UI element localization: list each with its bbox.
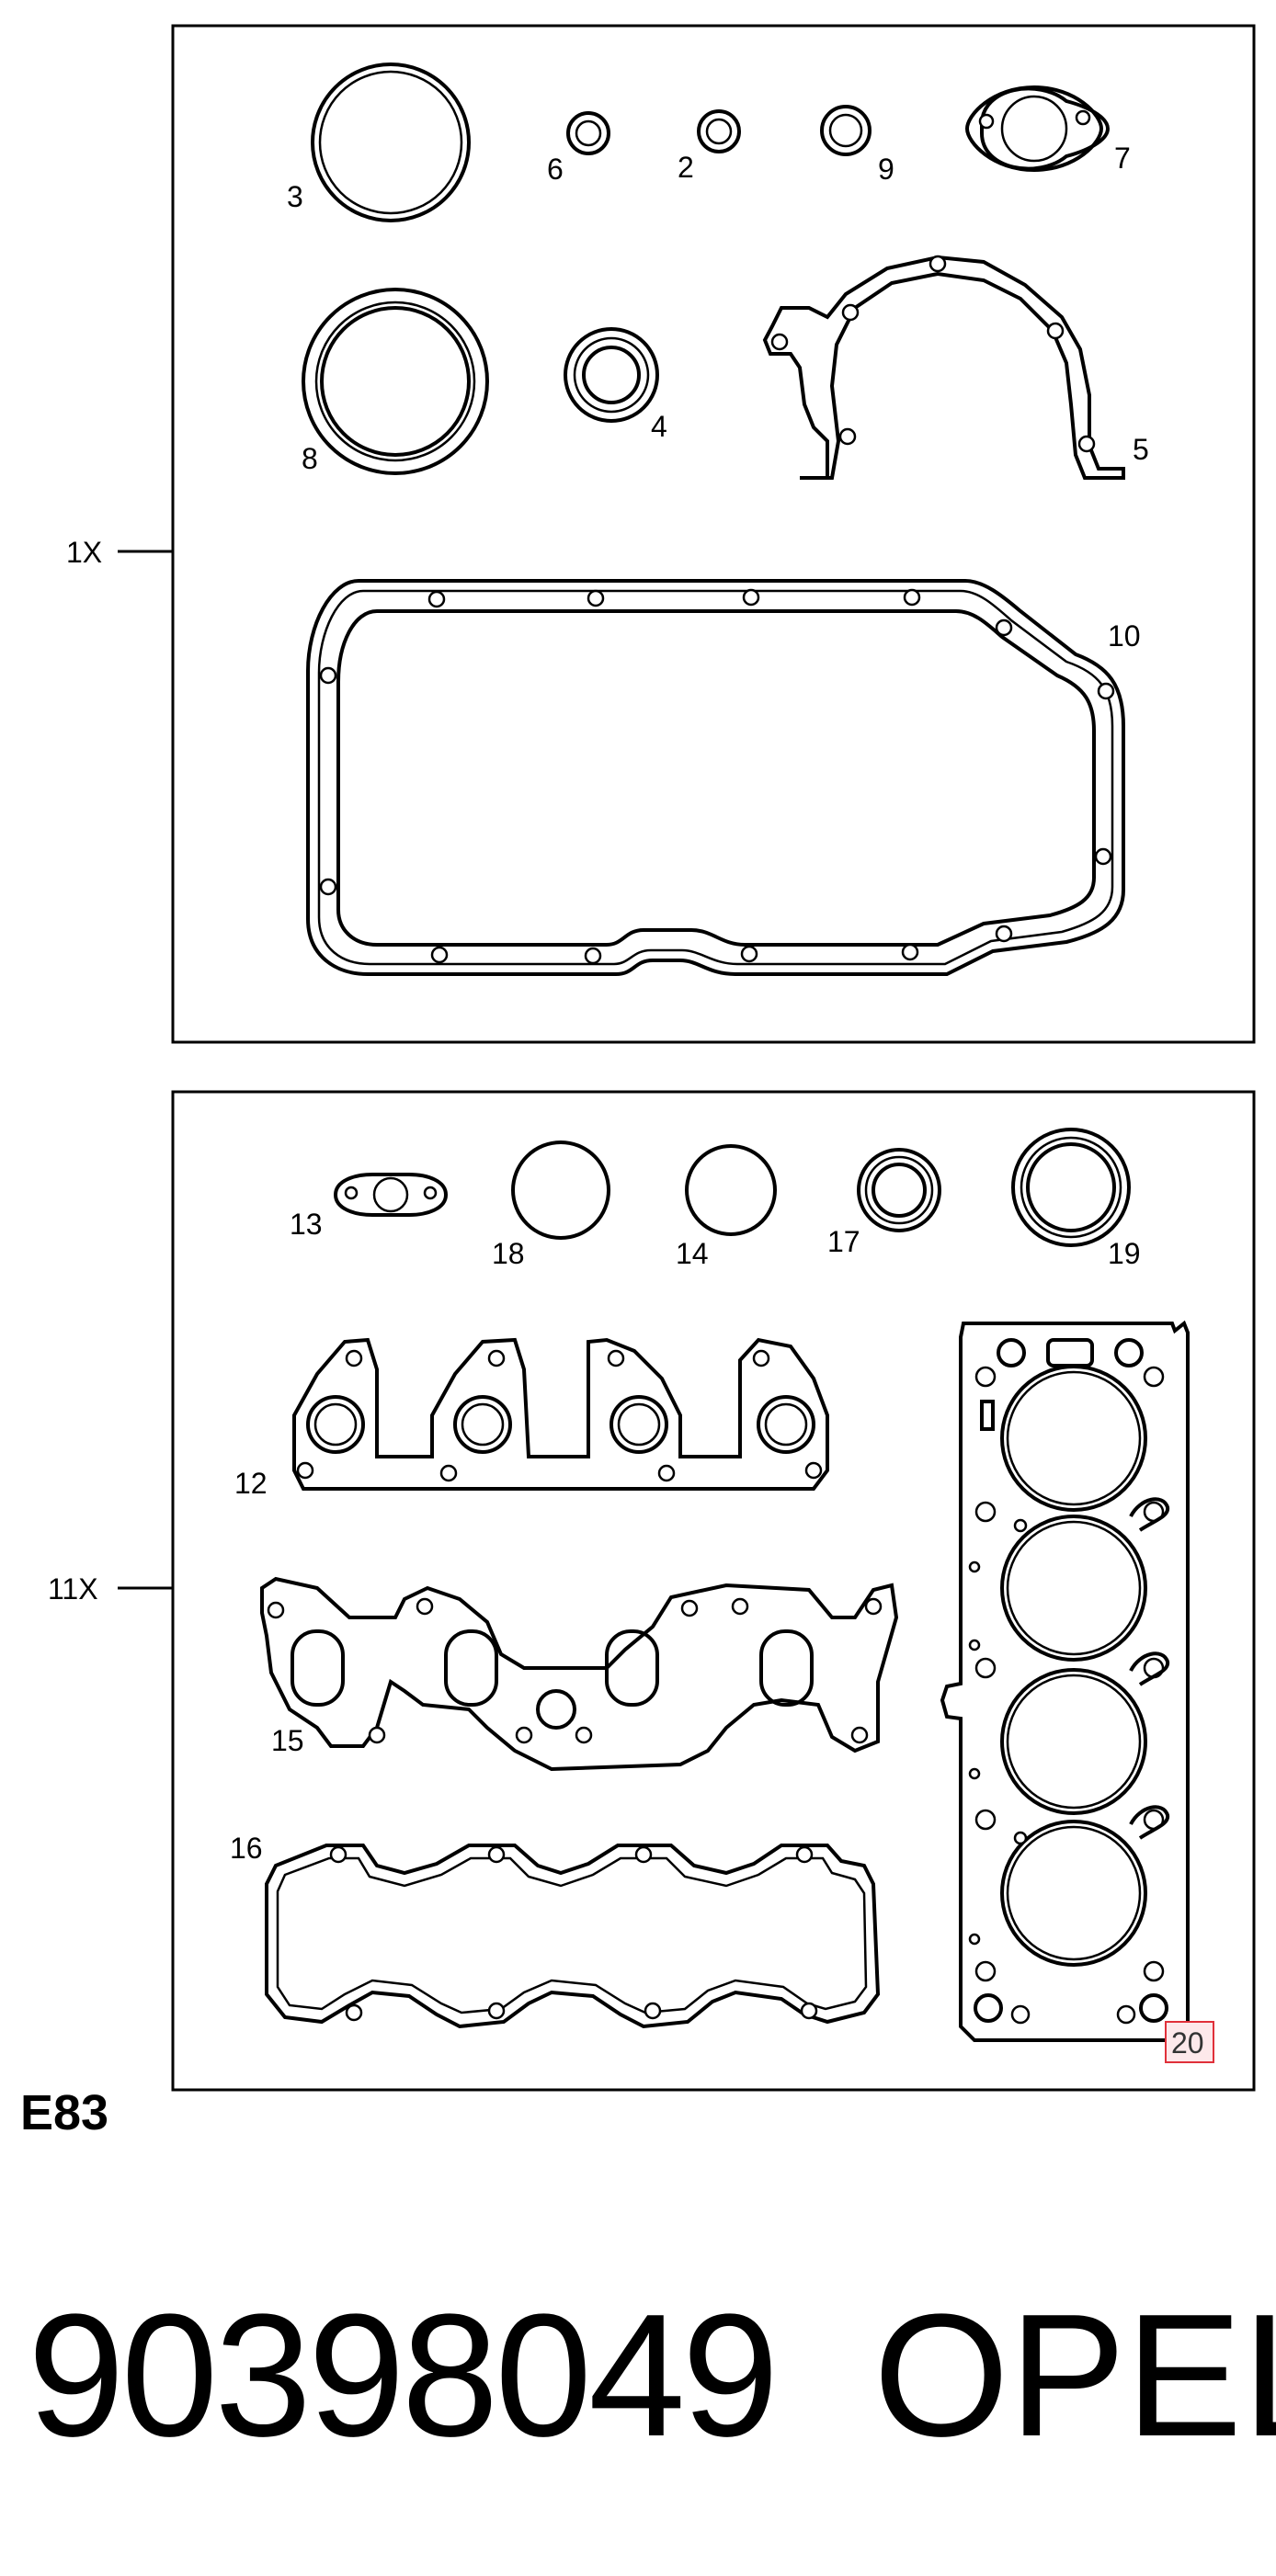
- part-2-small-seal: [697, 109, 741, 153]
- label-part-5: 5: [1133, 433, 1149, 466]
- label-part-16: 16: [230, 1832, 263, 1865]
- part-4-shaft-seal: [564, 327, 659, 423]
- label-part-9: 9: [878, 153, 894, 186]
- part-3-seal-ring: [311, 62, 471, 222]
- qty-label-1x: 1X: [66, 536, 102, 569]
- label-part-20: 20: [1171, 2026, 1204, 2060]
- part-20-cylinder-head-gasket: [940, 1320, 1190, 2042]
- part-5-front-cover-gasket: [762, 255, 1125, 480]
- part-14-seal-ring: [685, 1144, 777, 1236]
- brand-name: OPEL: [873, 2278, 1276, 2473]
- qty-label-11x: 11X: [48, 1572, 98, 1606]
- part-16-valve-cover-gasket: [265, 1844, 881, 2029]
- part-20-highlight-box: [1165, 2021, 1214, 2063]
- label-part-18: 18: [492, 1237, 525, 1270]
- part-12-exhaust-manifold-gasket: [292, 1337, 829, 1491]
- part-6-small-seal: [566, 111, 610, 155]
- label-part-14: 14: [676, 1237, 709, 1270]
- label-part-17: 17: [827, 1225, 860, 1258]
- panel-11x-frame: [171, 1090, 1256, 2092]
- label-part-13: 13: [290, 1208, 323, 1241]
- part-8-crankshaft-seal: [302, 288, 489, 475]
- part-10-oil-pan-gasket: [306, 579, 1125, 976]
- part-9-small-seal: [820, 105, 872, 156]
- diagram-code: E83: [20, 2085, 109, 2140]
- label-part-15: 15: [271, 1724, 304, 1757]
- part-7-flange-gasket: [964, 85, 1111, 173]
- part-17-shaft-seal: [857, 1148, 941, 1232]
- panel-1x-frame: [171, 24, 1256, 1044]
- label-part-6: 6: [547, 153, 564, 186]
- label-part-2: 2: [678, 151, 694, 184]
- part-19-crankshaft-seal: [1011, 1128, 1131, 1247]
- label-part-19: 19: [1108, 1237, 1141, 1270]
- label-part-3: 3: [287, 180, 303, 213]
- label-part-10: 10: [1108, 619, 1141, 653]
- part-18-seal-ring: [511, 1140, 610, 1240]
- part-15-intake-manifold-gasket: [260, 1576, 899, 1772]
- label-part-12: 12: [234, 1467, 268, 1500]
- label-part-8: 8: [302, 442, 318, 475]
- part-13-flange-gasket: [333, 1173, 449, 1217]
- label-part-4: 4: [651, 410, 667, 443]
- part-number: 90398049: [28, 2278, 779, 2473]
- label-part-7: 7: [1114, 142, 1131, 175]
